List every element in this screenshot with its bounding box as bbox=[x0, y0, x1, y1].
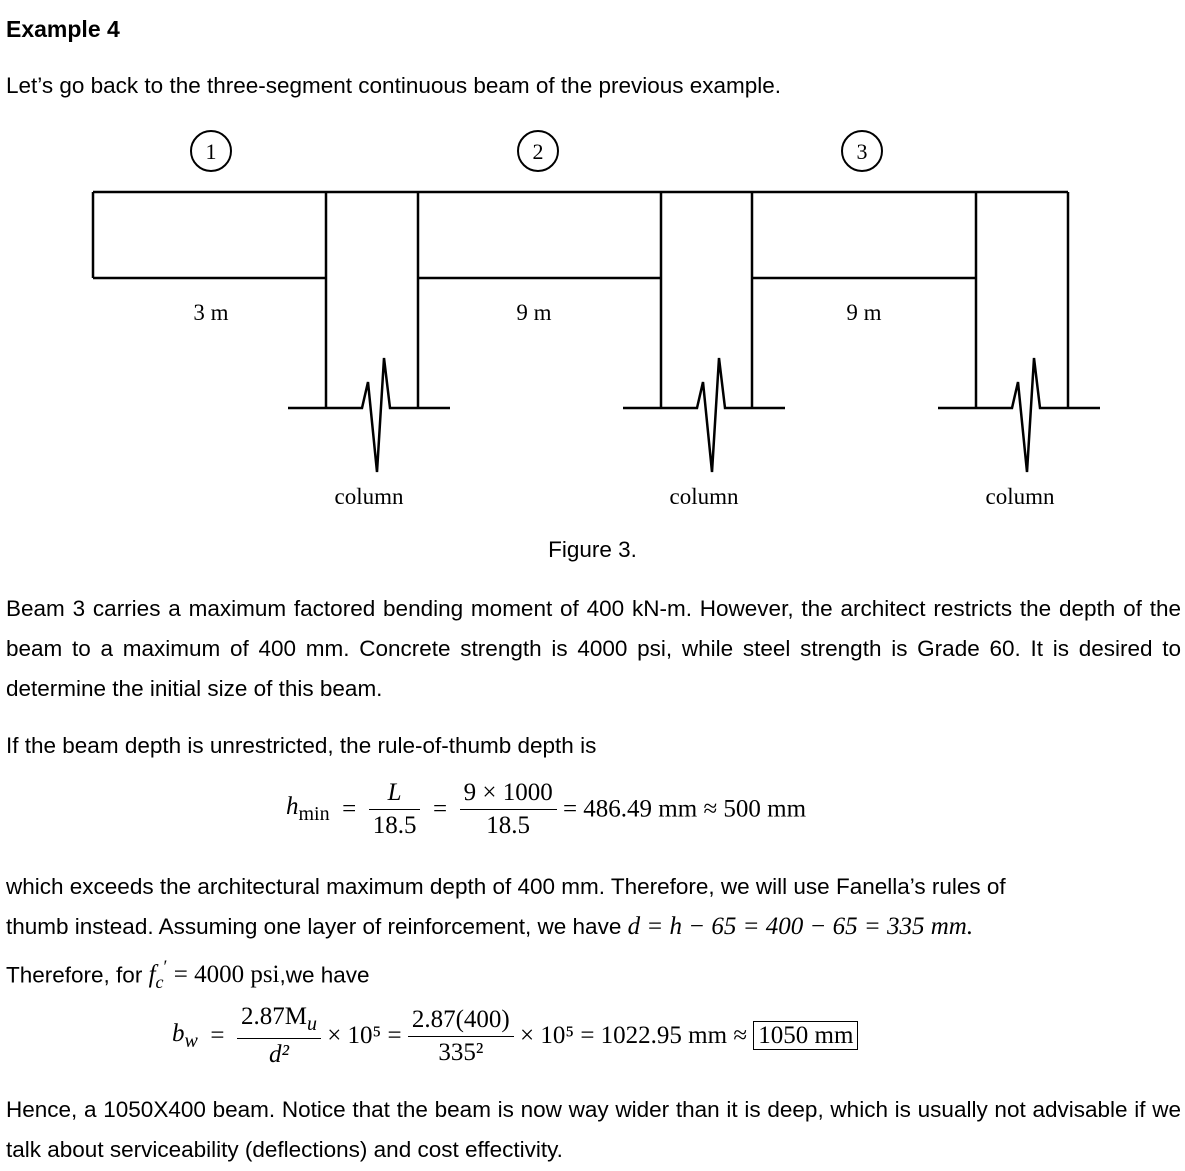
depth-fraction-1: L 18.5 bbox=[368, 779, 421, 840]
fanella-line-2: thumb instead. Assuming one layer of rei… bbox=[6, 913, 974, 940]
span-length-1: 3 m bbox=[193, 300, 228, 325]
width-equation: bw = 2.87Mu d² × 10⁵ = 2.87(400) 335² × … bbox=[172, 1003, 859, 1069]
span-marker-circle-1 bbox=[190, 130, 232, 172]
conclusion-text: Hence, a 1050X400 beam. Notice that the … bbox=[6, 1097, 1181, 1162]
fanella-text: which exceeds the architectural maximum … bbox=[6, 867, 1181, 1002]
span-marker-circle-2 bbox=[517, 130, 559, 172]
depth-fraction-2: 9 × 1000 18.5 bbox=[459, 779, 557, 840]
span-length-2: 9 m bbox=[516, 300, 551, 325]
depth-equation-lhs: hmin bbox=[286, 793, 330, 825]
column-3-break-line bbox=[938, 357, 1100, 473]
rule-of-thumb-text: If the beam depth is unrestricted, the r… bbox=[6, 733, 597, 758]
span-marker-circle-3 bbox=[841, 130, 883, 172]
column-label-2: column bbox=[670, 484, 739, 509]
example-heading: Example 4 bbox=[6, 16, 120, 42]
fanella-line-1: which exceeds the architectural maximum … bbox=[6, 874, 1006, 899]
width-fraction-2: 2.87(400) 335² bbox=[407, 1006, 514, 1067]
depth-equation: hmin = L 18.5 = 9 × 1000 18.5 = 486.49 m… bbox=[286, 779, 807, 840]
depth-equation-result: = 486.49 mm ≈ 500 mm bbox=[562, 795, 807, 823]
beam-figure: 1 2 3 3 m 9 m 9 m column column column bbox=[91, 130, 1100, 509]
fanella-line-3: Therefore, for fc′ = 4000 psi,we have bbox=[6, 957, 370, 993]
column-2-break-line bbox=[623, 357, 785, 473]
intro-text: Let’s go back to the three-segment conti… bbox=[6, 73, 782, 98]
width-result-box: 1050 mm bbox=[753, 1021, 859, 1050]
span-marker-3: 3 bbox=[857, 139, 868, 164]
column-label-1: column bbox=[335, 484, 404, 509]
span-marker-1: 1 bbox=[206, 139, 217, 164]
figure-caption: Figure 3. bbox=[548, 537, 637, 562]
span-marker-2: 2 bbox=[533, 139, 544, 164]
width-fraction-1: 2.87Mu d² bbox=[236, 1003, 321, 1069]
column-1-break-line bbox=[288, 357, 450, 473]
column-label-3: column bbox=[986, 484, 1055, 509]
problem-statement: Beam 3 carries a maximum factored bendin… bbox=[6, 596, 1181, 701]
span-length-3: 9 m bbox=[846, 300, 881, 325]
width-equation-lhs: bw bbox=[172, 1019, 198, 1052]
